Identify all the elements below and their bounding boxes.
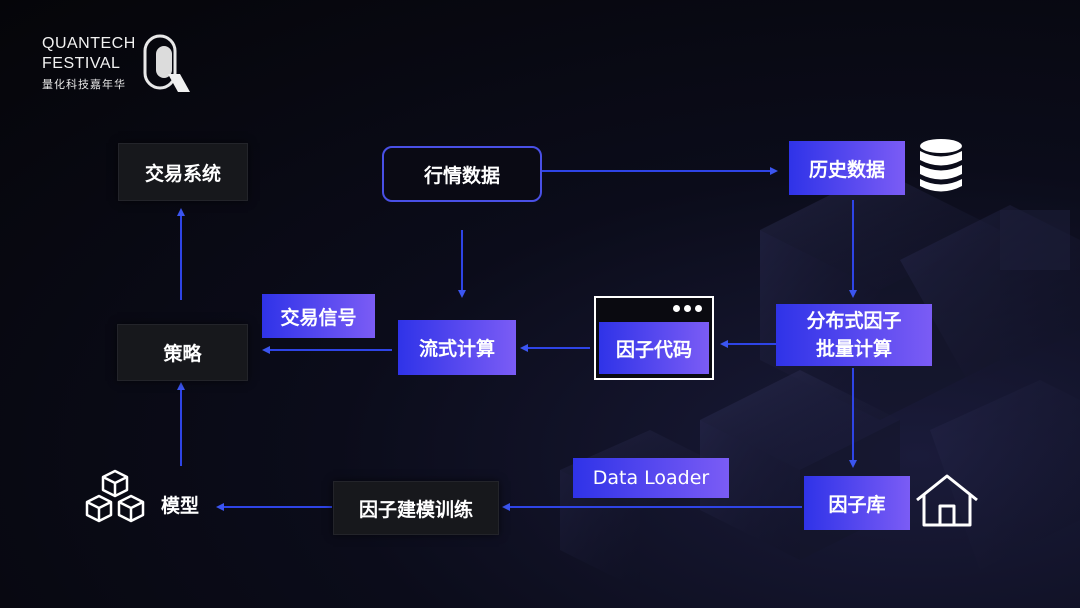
node-stream-compute-label: 流式计算 bbox=[418, 338, 495, 360]
q-logo-icon bbox=[143, 34, 190, 92]
node-trading-signal-label: 交易信号 bbox=[280, 306, 357, 329]
node-factor-code-body: 因子代码 bbox=[599, 322, 709, 374]
database-icon bbox=[920, 139, 962, 192]
node-factor-library-label: 因子库 bbox=[828, 493, 886, 516]
node-factor-library: 因子库 bbox=[804, 476, 910, 530]
logo-line-festival: FESTIVAL bbox=[42, 55, 121, 72]
node-model: 模型 bbox=[150, 488, 210, 520]
house-icon bbox=[916, 474, 978, 527]
node-factor-training: 因子建模训练 bbox=[333, 481, 499, 535]
node-distributed-compute: 分布式因子 批量计算 bbox=[776, 304, 932, 366]
logo-line-chinese: 量化科技嘉年华 bbox=[42, 78, 126, 91]
node-distributed-line1: 分布式因子 bbox=[806, 310, 902, 332]
node-trading-system: 交易系统 bbox=[118, 143, 248, 201]
logo-line-quantech: QUANTECH bbox=[42, 35, 136, 52]
node-factor-training-label: 因子建模训练 bbox=[358, 498, 473, 521]
node-historical-data: 历史数据 bbox=[789, 141, 905, 195]
node-historical-data-label: 历史数据 bbox=[808, 158, 885, 181]
window-dots-icon bbox=[673, 305, 702, 312]
node-strategy-label: 策略 bbox=[163, 343, 202, 365]
node-data-loader-label: Data Loader bbox=[592, 467, 710, 489]
node-distributed-line2: 批量计算 bbox=[815, 338, 892, 360]
node-trading-system-label: 交易系统 bbox=[144, 162, 221, 185]
node-market-data-label: 行情数据 bbox=[423, 164, 500, 187]
node-factor-code-label: 因子代码 bbox=[615, 338, 692, 361]
node-strategy: 策略 bbox=[117, 324, 248, 381]
node-data-loader: Data Loader bbox=[573, 458, 729, 498]
festival-logo: QUANTECH FESTIVAL 量化科技嘉年华 bbox=[42, 34, 190, 92]
cubes-icon bbox=[85, 469, 145, 523]
node-market-data: 行情数据 bbox=[382, 146, 542, 202]
node-stream-compute: 流式计算 bbox=[398, 320, 516, 375]
node-trading-signal: 交易信号 bbox=[262, 294, 375, 338]
node-model-label: 模型 bbox=[160, 494, 199, 517]
node-factor-code: 因子代码 bbox=[594, 296, 714, 380]
